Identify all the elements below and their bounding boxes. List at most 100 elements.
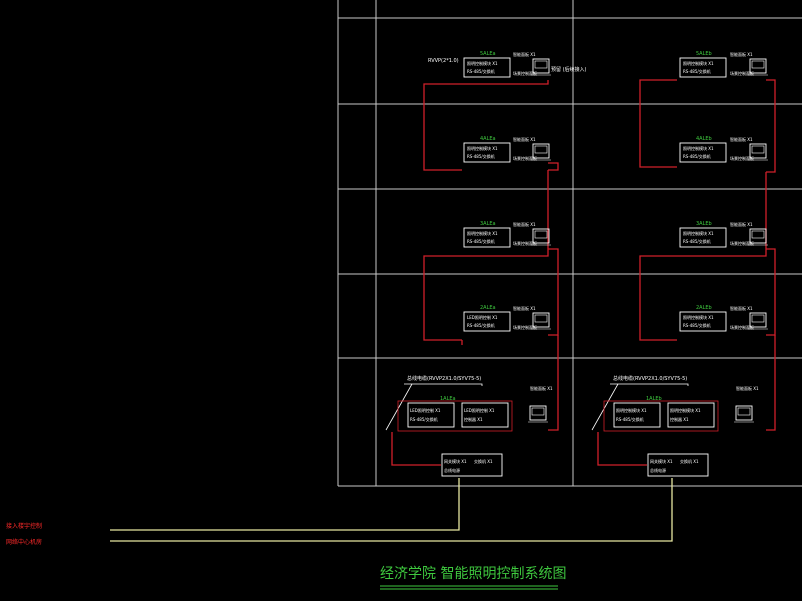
module-label: 照明控制模块 X1 [683,314,714,320]
panel-label: 场景控制面板 [513,324,537,330]
network-link [110,478,673,542]
control-module-box [463,142,511,163]
module-label: 控制器 X1 [464,416,483,422]
module-label: LED照明控制 X1 [464,407,495,413]
control-module-box [463,311,511,332]
module-label: RS-485/交换机 [683,153,711,159]
floor-label: 3ALEa [480,221,496,227]
floor-unit: 4ALEb 照明控制模块 X1 RS-485/交换机 智能面板 X1 场景控制面板 [679,136,768,163]
gateway-label: 总线电源 [650,467,666,473]
module-label: RS-485/交换机 [683,68,711,74]
module-label: 照明控制模块 X1 [683,145,714,151]
cable-leader [591,383,619,431]
panel-screen [737,407,751,416]
control-module-box [407,402,455,428]
module-label: 照明控制模块 X1 [683,230,714,236]
panel-screen [751,145,765,154]
control-module-box [463,227,511,248]
panel-label: 场景控制面板 [730,155,754,161]
diagram-title: 经济学院 智能照明控制系统图 [380,566,566,582]
cable-leader [610,383,689,386]
control-panel-icon [749,312,767,328]
panel-label: 智能面板 X1 [730,136,753,142]
floor-unit: 3ALEb 照明控制模块 X1 RS-485/交换机 智能面板 X1 场景控制面板 [679,221,768,248]
cable-leader [404,383,483,386]
panel-label: 场景控制面板 [730,240,754,246]
control-panel-icon [529,405,547,421]
panel-label: 场景控制面板 [513,70,537,76]
floor-label: 1ALEa [440,396,456,402]
module-label: 照明控制模块 X1 [467,145,498,151]
bus-wire [548,248,559,336]
bus-wire [597,432,647,466]
floor-label: 5ALEa [480,51,496,57]
control-panel-icon [532,58,550,74]
floor-label: 5ALEb [696,51,712,57]
control-module-box [461,402,509,428]
control-module-box [667,402,715,428]
control-module-box [679,57,727,78]
module-label: LED照明控制 X1 [467,314,498,320]
module-label: 照明控制模块 X1 [467,60,498,66]
panel-label: 智能面板 X1 [513,51,536,57]
bus-wire [766,79,776,173]
control-module-box [463,57,511,78]
control-module-box [679,142,727,163]
panel-label: 智能面板 X1 [730,305,753,311]
control-panel-icon [532,228,550,244]
bus-wire [766,248,776,336]
floor-label: 3ALEb [696,221,712,227]
control-module-box [679,311,727,332]
bus-wiring-left [391,80,559,466]
panel-screen [751,230,765,239]
floor-unit: 5ALEa 照明控制模块 X1 RS-485/交换机 智能面板 X1 场景控制面板 [463,51,551,78]
gateway-label: 总线电源 [444,467,460,473]
network-links [110,478,673,542]
bus-wire [766,335,776,431]
cable-note: 总线电缆(RVVP2X1.0/SYV75-5) [407,375,481,382]
control-panel-icon [735,405,753,421]
module-label: RS-485/交换机 [683,322,711,328]
panel-screen [531,407,545,416]
module-label: RS-485/交换机 [410,416,438,422]
panel-label: 智能面板 X1 [513,136,536,142]
module-label: 照明控制模块 X1 [683,60,714,66]
cabinet-outline [603,400,719,432]
floor-label: 4ALEb [696,136,712,142]
panel-label: 智能面板 X1 [730,51,753,57]
panel-screen [534,60,548,69]
panel-screen [751,60,765,69]
panel-screen [534,314,548,323]
top-cable-note: RVVP(2*1.0) [428,58,459,64]
module-label: 照明控制模块 X1 [616,407,647,413]
bus-wire [391,432,441,466]
cabinet-outline [397,400,513,432]
control-module-box [613,402,661,428]
panel-label: 智能面板 X1 [730,221,753,227]
module-label: 照明控制模块 X1 [670,407,701,413]
bus-wire [548,335,559,431]
bus-wire [639,172,767,341]
network-link [110,478,460,531]
bus-wiring-right [597,79,776,466]
panel-label: 场景控制面板 [730,324,754,330]
control-panel-icon [749,143,767,159]
cable-note: 总线电缆(RVVP2X1.0/SYV75-5) [613,375,687,382]
module-label: RS-485/交换机 [467,238,495,244]
bus-wire [423,170,549,341]
panel-screen [534,145,548,154]
gateway-box [647,453,709,477]
module-label: 照明控制模块 X1 [467,230,498,236]
floor-grid [337,0,802,487]
module-label: 控制器 X1 [670,416,689,422]
module-label: RS-485/交换机 [683,238,711,244]
module-label: RS-485/交换机 [616,416,644,422]
module-label: RS-485/交换机 [467,68,495,74]
control-panel-icon [532,312,550,328]
gateway-label: 网关模块 X1 [650,458,673,464]
